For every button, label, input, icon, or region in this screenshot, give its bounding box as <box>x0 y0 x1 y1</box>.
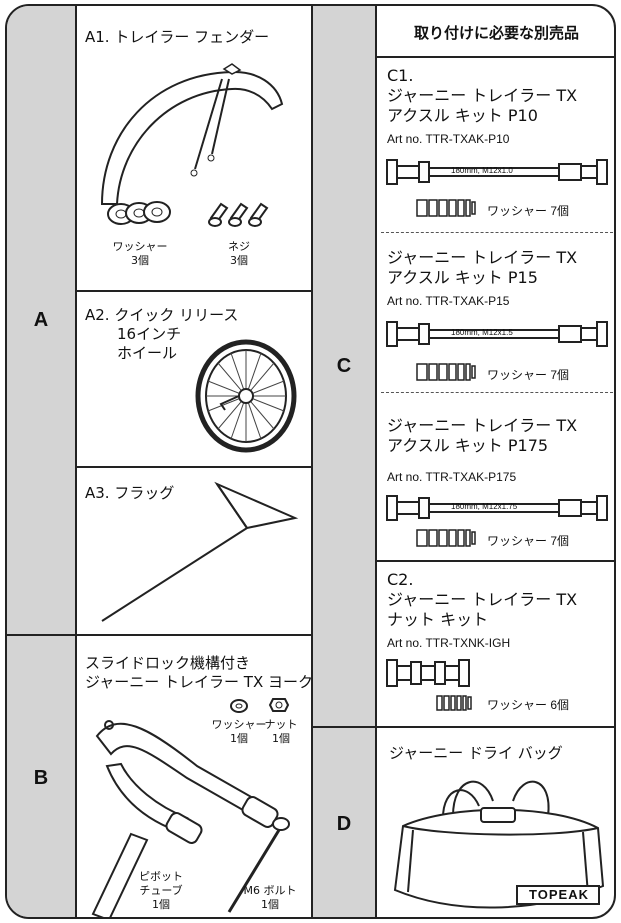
divider <box>75 290 311 292</box>
a1-title: A1. トレイラー フェンダー <box>85 28 270 46</box>
brand-logo: TOPEAK <box>529 887 589 902</box>
p15-name-line2: アクスル キット P15 <box>387 268 538 287</box>
pivot-tube-illustration <box>91 832 149 917</box>
parts-sheet: A B C D A1. トレイラー フェンダー ワッシャー 3個 ネジ 3個 A… <box>5 4 616 919</box>
p15-washer: ワッシャー 7個 <box>487 368 570 382</box>
screw-icon <box>208 202 269 227</box>
b-nut-label: ナット <box>264 718 298 731</box>
p15-art: Art no. TTR-TXAK-P15 <box>387 294 510 308</box>
fender-illustration <box>100 63 284 205</box>
dry-bag-illustration <box>393 780 605 909</box>
washer-stack-icon <box>416 529 476 547</box>
a2-title-line2: 16インチ <box>117 325 182 343</box>
axle-illustration <box>386 495 608 521</box>
divider <box>75 6 77 917</box>
c2-art: Art no. TTR-TXNK-IGH <box>387 636 511 650</box>
p175-axle-label: 180mm, M12x1.75 <box>451 502 518 511</box>
a1-washer-qty: 3個 <box>131 254 149 267</box>
b-title-line1: スライドロック機構付き <box>85 654 251 672</box>
d-title: ジャーニー ドライ バッグ <box>389 744 563 762</box>
section-a-tab: A <box>7 6 75 634</box>
divider <box>375 56 614 58</box>
p15-name-line1: ジャーニー トレイラー TX <box>387 248 578 267</box>
c2-name-line2: ナット キット <box>387 610 489 629</box>
b-pivot-label-1: ピボット <box>139 870 183 883</box>
divider <box>313 726 614 728</box>
c1-name-line1: ジャーニー トレイラー TX <box>387 86 578 105</box>
c2-name-line1: ジャーニー トレイラー TX <box>387 590 578 609</box>
p175-name-line1: ジャーニー トレイラー TX <box>387 416 578 435</box>
section-b-letter: B <box>33 767 49 789</box>
axle-illustration <box>386 159 608 185</box>
a2-title-line3: ホイール <box>117 344 178 362</box>
section-c-tab: C <box>313 6 375 726</box>
divider <box>311 6 313 917</box>
a2-title-line1: A2. クイック リリース <box>85 306 239 324</box>
divider <box>375 6 377 917</box>
a1-washer-label: ワッシャー <box>112 240 168 253</box>
c1-code: C1. <box>387 66 414 85</box>
nut-icon <box>268 698 290 712</box>
c1-washer: ワッシャー 7個 <box>487 204 570 218</box>
c2-washer: ワッシャー 6個 <box>487 698 570 712</box>
a3-title: A3. フラッグ <box>85 484 175 502</box>
a1-screw-label: ネジ <box>228 240 250 253</box>
b-nut-qty: 1個 <box>272 732 290 745</box>
b-pivot-label-2: チューブ <box>139 884 183 897</box>
axle-illustration <box>386 321 608 347</box>
p15-axle-label: 180mm, M12x1.5 <box>451 328 513 337</box>
washer-stack-icon <box>416 363 476 381</box>
c1-name-line2: アクスル キット P10 <box>387 106 538 125</box>
washer-stack-icon <box>416 199 476 217</box>
p175-washer: ワッシャー 7個 <box>487 534 570 548</box>
section-d-letter: D <box>336 813 352 835</box>
p175-art: Art no. TTR-TXAK-P175 <box>387 470 517 484</box>
washer-stack-icon <box>436 695 472 711</box>
b-title-line2: ジャーニー トレイラー TX ヨーク <box>85 673 313 691</box>
washer-icon <box>230 699 248 713</box>
c2-code: C2. <box>387 570 414 589</box>
a1-screw-qty: 3個 <box>230 254 248 267</box>
b-washer-qty: 1個 <box>230 732 248 745</box>
section-c-letter: C <box>336 354 352 377</box>
section-d-tab: D <box>313 728 375 917</box>
section-a-letter: A <box>33 308 49 331</box>
c1-axle-label: 180mm, M12x1.0 <box>451 166 513 175</box>
c1-art: Art no. TTR-TXAK-P10 <box>387 132 510 146</box>
flag-illustration <box>101 481 299 622</box>
b-washer-label: ワッシャー <box>211 718 267 731</box>
c-header: 取り付けに必要な別売品 <box>413 24 579 42</box>
bolt-illustration <box>227 817 290 913</box>
wheel-illustration <box>195 339 297 453</box>
b-bolt-qty: 1個 <box>261 898 279 911</box>
divider <box>7 634 311 636</box>
yoke-illustration <box>95 720 279 844</box>
section-b-tab: B <box>7 636 75 917</box>
divider <box>375 560 614 562</box>
washer-icon <box>107 201 171 225</box>
dashed-divider <box>381 392 613 393</box>
b-bolt-label: M6 ボルト <box>243 884 297 897</box>
nut-kit-illustration <box>386 659 470 687</box>
divider <box>75 466 311 468</box>
b-pivot-qty: 1個 <box>152 898 170 911</box>
p175-name-line2: アクスル キット P175 <box>387 436 549 455</box>
dashed-divider <box>381 232 613 233</box>
